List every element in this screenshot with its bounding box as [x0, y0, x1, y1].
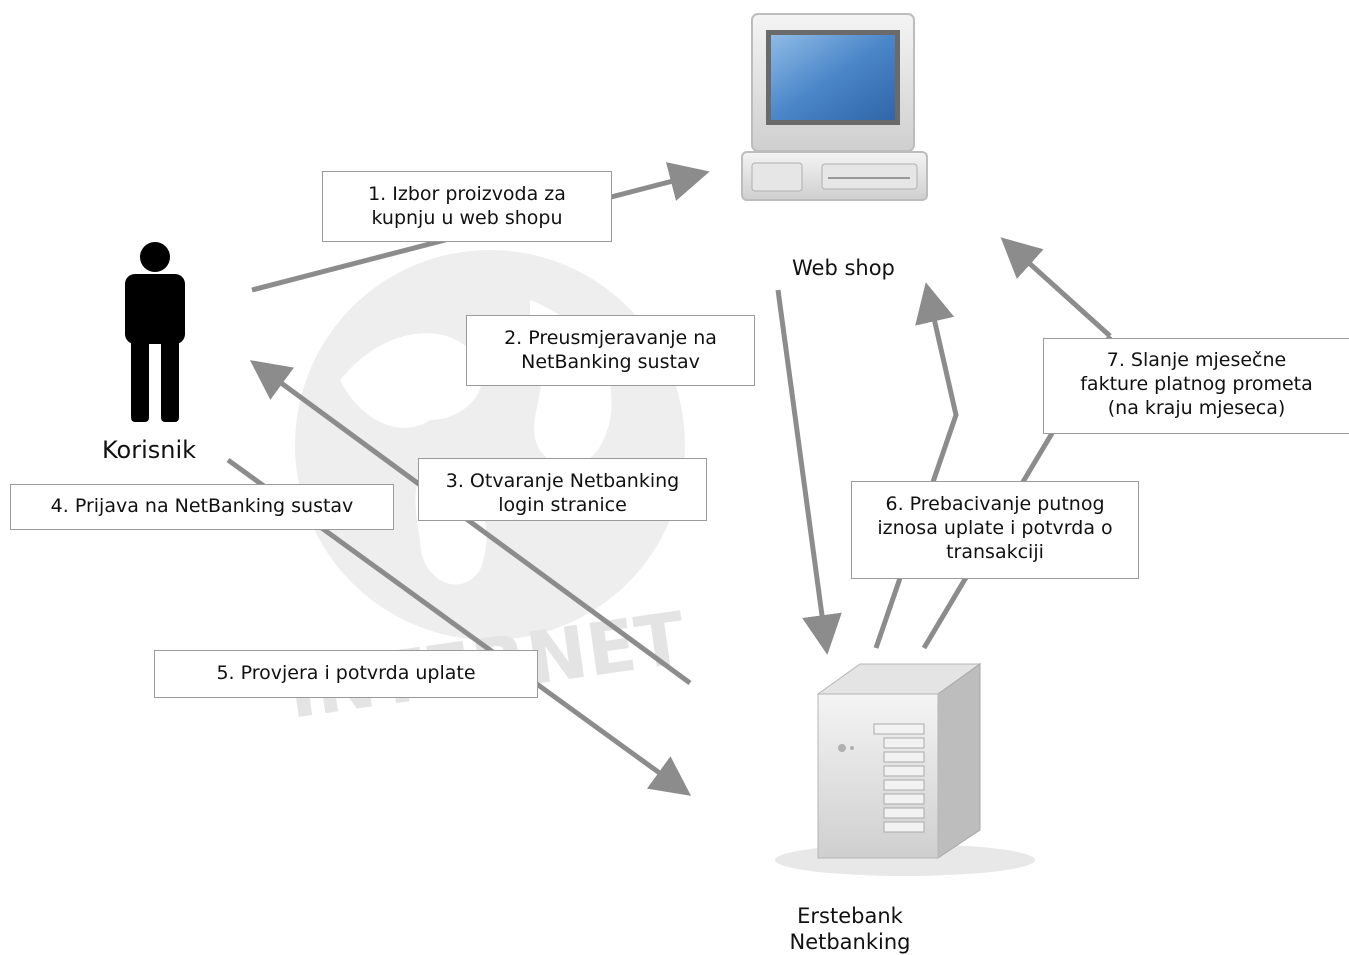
step-7-line-2: fakture platnog prometa — [1080, 373, 1313, 395]
globe-icon — [295, 250, 685, 640]
server-icon — [775, 663, 1035, 876]
step-7-line-1: 7. Slanje mjesečne — [1106, 349, 1287, 371]
step-4-box: 4. Prijava na NetBanking sustav — [10, 484, 394, 530]
step-6-line-1: 6. Prebacivanje putnog — [885, 493, 1105, 515]
step-3-box: 3. Otvaranje Netbanking login stranice — [418, 458, 707, 521]
step-3-line-2: login stranice — [498, 494, 627, 516]
arrow-step-7 — [1000, 237, 1112, 338]
bank-label-line2: Netbanking — [789, 930, 911, 954]
user-label: Korisnik — [102, 436, 197, 464]
step-7-line-3: (na kraju mjeseca) — [1107, 397, 1286, 419]
step-5-box: 5. Provjera i potvrda uplate — [154, 650, 538, 698]
step-4-line-1: 4. Prijava na NetBanking sustav — [50, 495, 354, 517]
user-icon — [125, 242, 185, 422]
step-7-box: 7. Slanje mjesečne fakture platnog prome… — [1043, 338, 1349, 434]
step-6-box: 6. Prebacivanje putnog iznosa uplate i p… — [851, 481, 1139, 579]
step-6-line-3: transakciji — [946, 541, 1044, 563]
step-1-box: 1. Izbor proizvoda za kupnju u web shopu — [322, 171, 612, 242]
webshop-label: Web shop — [792, 256, 895, 280]
bank-label: Erstebank Netbanking — [780, 903, 920, 955]
step-2-line-1: 2. Preusmjeravanje na — [504, 327, 717, 349]
step-3-line-1: 3. Otvaranje Netbanking — [445, 470, 680, 492]
step-5-line-1: 5. Provjera i potvrda uplate — [216, 662, 476, 684]
bank-label-line1: Erstebank — [797, 904, 903, 928]
arrow-step-3 — [249, 360, 692, 686]
step-6-line-2: iznosa uplate i potvrda o — [877, 517, 1113, 539]
arrow-step-6a — [873, 282, 959, 649]
step-1-line-2: kupnju u web shopu — [371, 207, 563, 229]
step-1-line-1: 1. Izbor proizvoda za — [368, 183, 566, 205]
step-2-line-2: NetBanking sustav — [521, 351, 700, 373]
computer-icon — [741, 13, 928, 201]
arrow-step-2a — [775, 289, 842, 655]
step-2-box: 2. Preusmjeravanje na NetBanking sustav — [466, 315, 755, 386]
